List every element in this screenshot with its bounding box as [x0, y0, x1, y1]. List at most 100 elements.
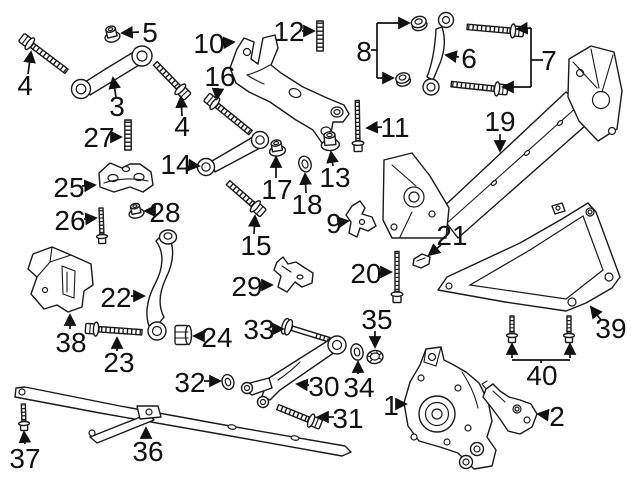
- callout-label: 29: [231, 271, 262, 302]
- callout-label: 8: [356, 36, 372, 67]
- callout-label: 15: [240, 230, 271, 261]
- knuckle-1: [403, 346, 497, 470]
- callout-28-flange-nut: 28: [143, 197, 181, 228]
- callout-20-hex-bolt: 20: [350, 258, 393, 289]
- retainer-bracket-9: [345, 200, 377, 238]
- callout-label: 36: [132, 436, 163, 467]
- callout-17-flange-nut: 17: [261, 155, 293, 205]
- stud-27: [125, 120, 131, 150]
- callout-label: 12: [273, 16, 304, 47]
- washer-34: [350, 343, 364, 361]
- callout-label: 19: [484, 106, 515, 137]
- flange-nut-17: [268, 139, 287, 157]
- callout-label: 22: [100, 282, 131, 313]
- callout-label: 9: [326, 208, 342, 239]
- callout-22-curved-arm: 22: [100, 282, 146, 313]
- callout-38-shield-bracket: 38: [55, 313, 87, 358]
- callout-label: 5: [142, 17, 158, 48]
- bracket-29: [273, 256, 314, 293]
- washer-18: [298, 155, 312, 173]
- hex-bolt-4b: [150, 59, 192, 102]
- callout-label: 14: [160, 149, 191, 180]
- callout-label: 24: [201, 322, 232, 353]
- callout-label: 13: [319, 162, 350, 193]
- stabilizer-link-6: [422, 11, 455, 96]
- shield-bracket-38: [27, 246, 94, 313]
- callout-1-knuckle: 1: [383, 390, 408, 421]
- callout-label: 20: [350, 258, 381, 289]
- callout-11-hex-bolt: 11: [365, 112, 410, 143]
- hex-bolt-16: [202, 92, 255, 138]
- callout-19-crossmember: 19: [484, 106, 516, 153]
- bolt-37: [16, 402, 32, 433]
- callout-2-guard-bracket: 2: [536, 401, 565, 432]
- bolt-40b: [561, 314, 577, 345]
- callout-label: 27: [83, 122, 114, 153]
- callout-29-bracket: 29: [231, 271, 274, 302]
- callout-4-hex-bolt: 4: [17, 50, 36, 101]
- flange-nut-13: [320, 131, 341, 152]
- flange-nut-28: [128, 202, 145, 219]
- callout-5-flange-nut: 5: [120, 17, 158, 48]
- parts-layer: [14, 11, 623, 470]
- bushing-24: [174, 324, 193, 346]
- callout-label: 7: [541, 45, 557, 76]
- callout-18-washer: 18: [291, 172, 323, 220]
- callout-33-round-head-bolt: 33: [243, 314, 285, 345]
- round-head-bolt-33: [280, 317, 331, 343]
- callout-6-stabilizer-link: 6: [444, 43, 477, 74]
- callout-40-bolt-pair: 40: [505, 342, 577, 391]
- callout-36-brace-bar: 36: [132, 426, 164, 467]
- curved-arm-22: [146, 229, 178, 341]
- callout-31-hex-bolt: 31: [316, 403, 364, 434]
- callout-label: 10: [193, 28, 224, 59]
- guard-bracket-2: [481, 380, 538, 435]
- callout-label: 4: [174, 111, 190, 142]
- subframe-mount-10: [229, 34, 350, 144]
- callout-35-lock-nut: 35: [361, 304, 393, 349]
- callout-label: 21: [436, 220, 467, 251]
- lock-nut-8b: [395, 72, 412, 87]
- callout-13-flange-nut: 13: [319, 150, 351, 193]
- callout-label: 28: [149, 197, 180, 228]
- callout-39-skid-plate: 39: [589, 305, 627, 344]
- hex-bolt-31: [275, 401, 323, 431]
- skid-plate-39: [437, 202, 621, 312]
- control-arm-3: [70, 45, 153, 100]
- callout-15-hex-bolt: 15: [240, 214, 272, 261]
- support-bracket-25: [98, 162, 154, 193]
- hex-bolt-23: [85, 321, 142, 339]
- callout-24-bushing: 24: [192, 322, 233, 353]
- callout-label: 3: [109, 91, 125, 122]
- callout-8-lock-nut-pair: 8: [356, 16, 411, 85]
- washer-32: [221, 373, 235, 391]
- callout-label: 39: [595, 313, 626, 344]
- callout-16-hex-bolt: 16: [204, 61, 236, 101]
- callout-label: 25: [53, 172, 84, 203]
- callout-25-support-bracket: 25: [53, 172, 97, 203]
- callout-21-clip: 21: [427, 220, 468, 257]
- callout-label: 37: [9, 443, 40, 474]
- callout-30-lower-arm: 30: [295, 371, 340, 402]
- lock-nut-35: [366, 349, 384, 365]
- callout-14-control-arm: 14: [160, 149, 201, 180]
- callout-23-hex-bolt: 23: [103, 336, 135, 378]
- callout-label: 11: [380, 112, 409, 143]
- callout-label: 18: [291, 189, 322, 220]
- callout-4-hex-bolt: 4: [174, 95, 190, 142]
- crossmember-19: [382, 45, 623, 239]
- callout-label: 17: [261, 174, 292, 205]
- callout-9-retainer-bracket: 9: [326, 208, 350, 239]
- callout-32-washer: 32: [174, 367, 222, 398]
- callout-label: 23: [103, 347, 134, 378]
- brace-bar-36: [14, 386, 352, 457]
- callout-26-bolt: 26: [54, 205, 98, 236]
- callout-label: 6: [461, 43, 477, 74]
- bolt-26: [93, 206, 110, 246]
- hex-bolt-7b: [451, 77, 509, 97]
- control-arm-14: [196, 130, 270, 177]
- callout-label: 32: [174, 367, 205, 398]
